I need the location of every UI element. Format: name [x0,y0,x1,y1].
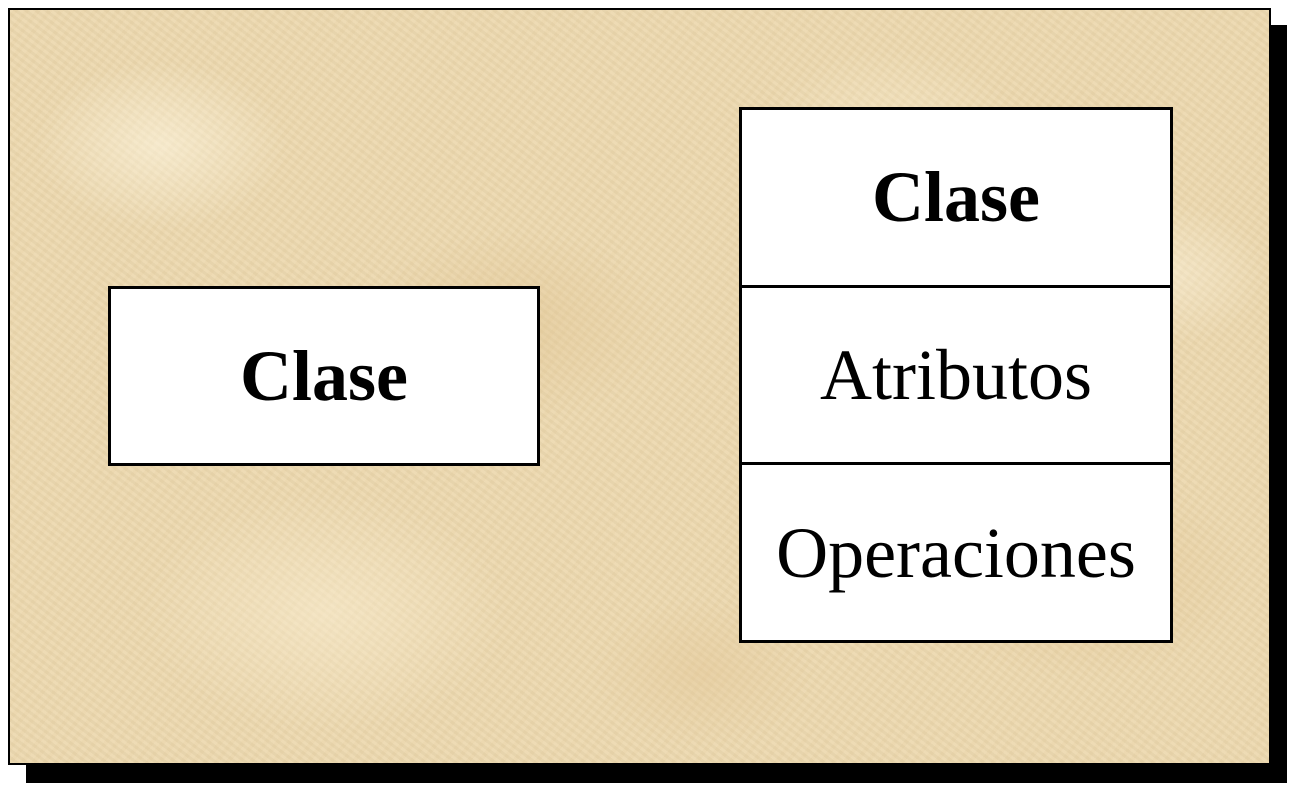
detailed-class-box: Clase Atributos Operaciones [739,107,1173,643]
operations-label: Operaciones [776,512,1136,593]
simple-class-name: Clase [240,336,408,416]
attributes-label: Atributos [819,335,1092,415]
operations-compartment: Operaciones [742,462,1170,640]
detailed-class-name: Clase [872,157,1040,238]
simple-class-box: Clase [108,286,540,466]
class-name-compartment: Clase [742,110,1170,285]
attributes-compartment: Atributos [742,284,1170,463]
